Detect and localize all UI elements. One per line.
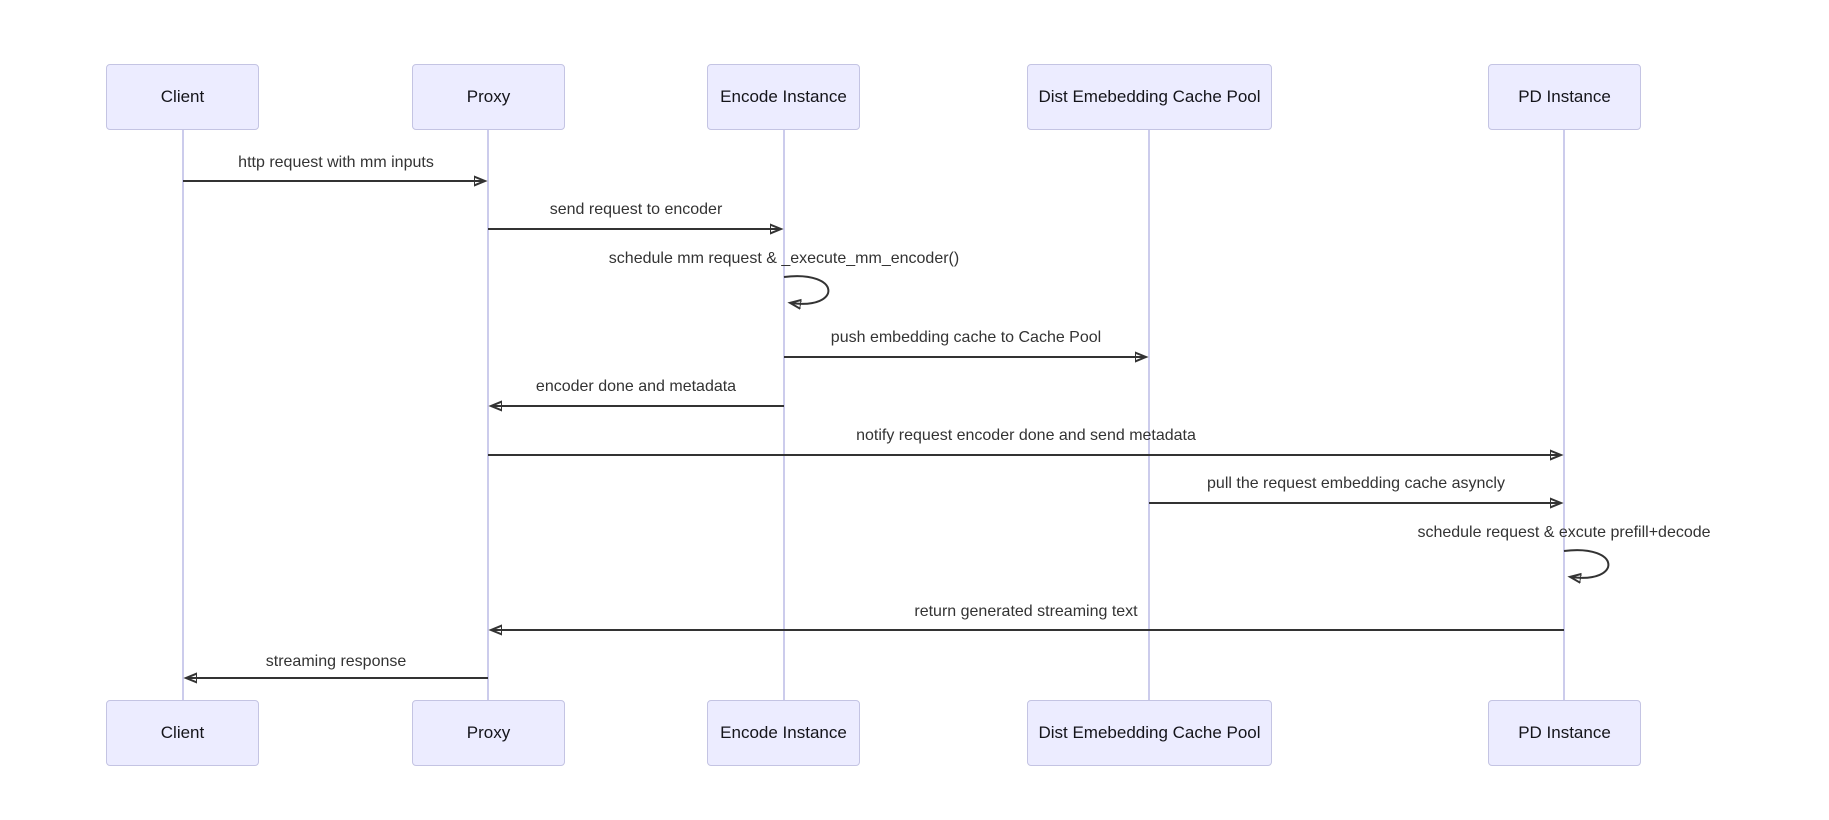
message-label-pull-embedding: pull the request embedding cache asyncly	[1207, 475, 1505, 492]
actor-top-dist-embedding-cache-pool: Dist Emebedding Cache Pool	[1027, 64, 1272, 130]
message-label-push-embedding: push embedding cache to Cache Pool	[830, 329, 1102, 346]
actor-bottom-proxy: Proxy	[412, 700, 565, 766]
message-label-notify-encoder-done: notify request encoder done and send met…	[856, 427, 1196, 444]
lifeline-dist-embedding-cache-pool	[1148, 130, 1150, 700]
lifeline-encode-instance	[783, 130, 785, 700]
lifeline-client	[182, 130, 184, 700]
message-label-return-streaming: return generated streaming text	[914, 603, 1138, 620]
message-label-send-request: send request to encoder	[549, 201, 723, 218]
lifeline-proxy	[487, 130, 489, 700]
actor-bottom-client: Client	[106, 700, 259, 766]
actor-bottom-pd-instance: PD Instance	[1488, 700, 1641, 766]
actor-bottom-dist-embedding-cache-pool: Dist Emebedding Cache Pool	[1027, 700, 1272, 766]
message-label-streaming-response: streaming response	[265, 653, 407, 670]
message-label-schedule-request: schedule request & excute prefill+decode	[1417, 524, 1711, 541]
message-label-schedule-mm-request: schedule mm request & _execute_mm_encode…	[608, 250, 960, 267]
arrow-self-loop-pd	[1563, 549, 1610, 578]
actor-top-client: Client	[106, 64, 259, 130]
message-label-http-request: http request with mm inputs	[238, 154, 434, 171]
actor-top-proxy: Proxy	[412, 64, 565, 130]
actor-bottom-encode-instance: Encode Instance	[707, 700, 860, 766]
message-label-encoder-done: encoder done and metadata	[535, 378, 737, 395]
actor-top-pd-instance: PD Instance	[1488, 64, 1641, 130]
lifeline-pd-instance	[1563, 130, 1565, 700]
actor-top-encode-instance: Encode Instance	[707, 64, 860, 130]
arrow-self-loop-encode	[783, 275, 830, 304]
